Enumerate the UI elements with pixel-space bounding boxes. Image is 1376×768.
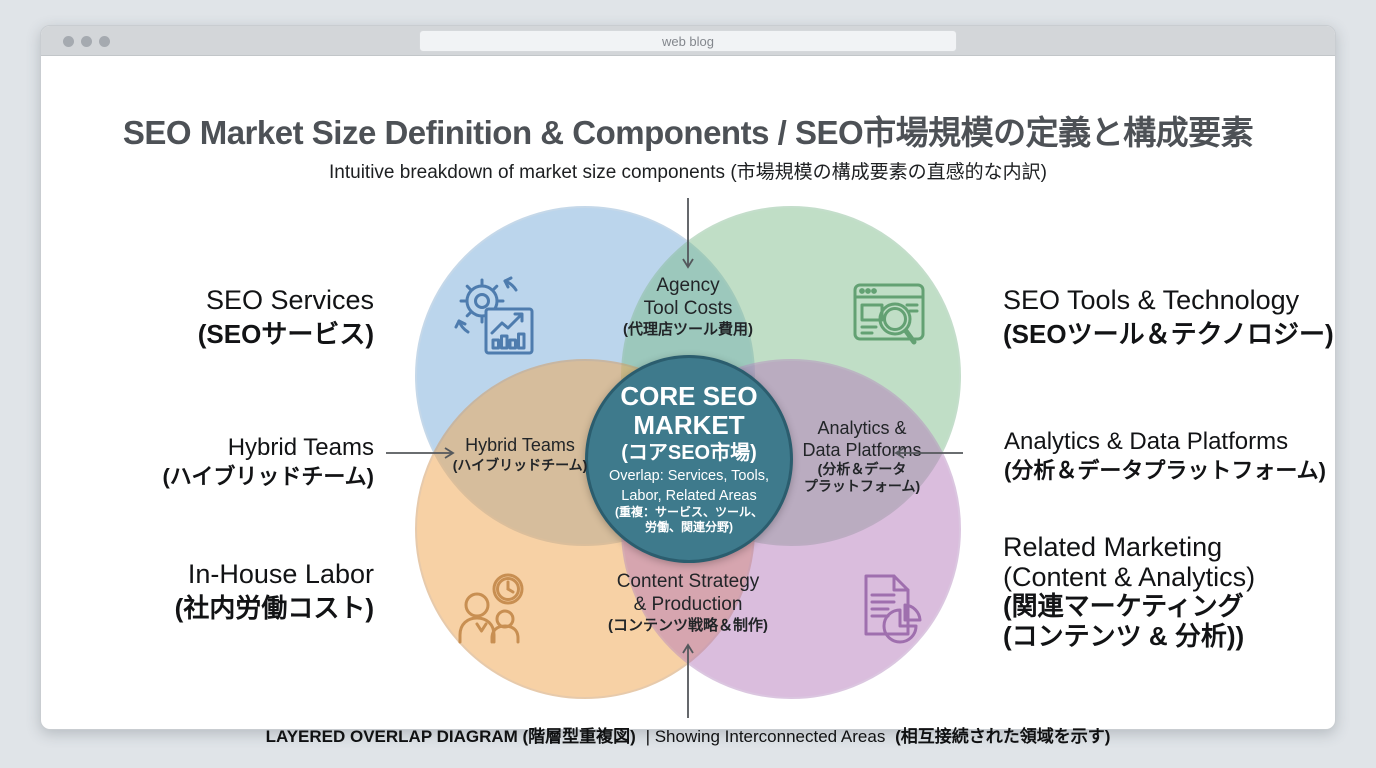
browser-titlebar: web blog	[41, 26, 1335, 56]
core-subtext-ja1: (重複：サービス、ツール、	[615, 504, 763, 519]
analytics-platforms-label: Analytics & Data Platforms (分析＆データプラットフォ…	[1004, 427, 1326, 485]
seo-tools-ja: (SEOツール＆テクノロジー)	[1003, 318, 1334, 349]
hybrid-overlap-en: Hybrid Teams	[465, 435, 575, 455]
window-minimize-button[interactable]	[81, 36, 92, 47]
browser-search-icon	[839, 267, 939, 355]
related-marketing-label: Related Marketing (Content & Analytics) …	[1003, 532, 1255, 651]
browser-window: web blog SEO Market Size Definition & Co…	[40, 25, 1336, 746]
content-overlap-ja: (コンテンツ戦略＆制作)	[608, 616, 768, 634]
core-subtext-ja2: 労働、関連分野)	[645, 520, 733, 535]
window-controls	[63, 36, 110, 47]
content-pointer-arrow	[682, 643, 694, 718]
analytics-platforms-overlap-label: Analytics & Data Platforms (分析＆データ プラットフ…	[782, 418, 942, 495]
inhouse-labor-en: In-House Labor	[187, 559, 374, 589]
agency-pointer-arrow	[682, 198, 694, 269]
hybrid-teams-en: Hybrid Teams	[227, 434, 374, 461]
core-title-line1: CORE SEO	[620, 381, 758, 412]
seo-services-label: SEO Services (SEOサービス)	[198, 284, 374, 350]
core-subtext-line1: Overlap: Services, Tools,	[608, 468, 770, 485]
team-time-icon	[444, 562, 544, 650]
content-overlap-en2: & Production	[633, 593, 743, 615]
caption-bold-right: (相互接続された領域を示す)	[895, 727, 1111, 746]
address-bar-text: web blog	[661, 33, 715, 49]
core-subtext-line2: Labor, Related Areas	[621, 487, 757, 504]
seo-services-ja: (SEOサービス)	[197, 318, 374, 349]
address-bar[interactable]: web blog	[419, 30, 957, 52]
seo-tools-en: SEO Tools & Technology	[1003, 285, 1300, 315]
inhouse-labor-label: In-House Labor (社内労働コスト)	[175, 558, 374, 624]
analytics-overlap-en1: Analytics &	[817, 418, 907, 438]
agency-label-ja: (代理店ツール費用)	[623, 320, 753, 338]
diagram-caption: LAYERED OVERLAP DIAGRAM (階層型重複図) | Showi…	[41, 722, 1335, 747]
hybrid-teams-overlap-label: Hybrid Teams (ハイブリッドチーム)	[440, 435, 600, 473]
page-title: SEO Market Size Definition & Components …	[122, 114, 1254, 151]
analytics-overlap-ja2: プラットフォーム)	[803, 477, 921, 494]
agency-label-en1: Agency	[656, 275, 720, 296]
hybrid-pointer-arrow	[386, 447, 455, 459]
analytics-overlap-en2: Data Platforms	[802, 439, 922, 460]
analytics-platforms-ja: (分析＆データプラットフォーム)	[1004, 458, 1326, 483]
related-marketing-line4: (コンテンツ & 分析))	[1003, 620, 1245, 651]
content-overlap-en1: Content Strategy	[616, 571, 760, 592]
core-title-line2: MARKET	[633, 410, 745, 441]
analytics-overlap-ja1: (分析＆データ	[817, 461, 907, 478]
hybrid-teams-label: Hybrid Teams (ハイブリッドチーム)	[162, 433, 374, 491]
document-pie-icon	[838, 562, 938, 650]
gear-analytics-icon	[448, 269, 548, 357]
analytics-pointer-arrow	[894, 447, 963, 459]
caption-bold-left: LAYERED OVERLAP DIAGRAM (階層型重複図)	[265, 727, 636, 746]
related-marketing-line2: (Content & Analytics)	[1003, 562, 1256, 593]
core-seo-market-circle: CORE SEO MARKET (コアSEO市場) Overlap: Servi…	[585, 355, 793, 563]
page-subtitle: Intuitive breakdown of market size compo…	[329, 162, 1047, 183]
window-zoom-button[interactable]	[99, 36, 110, 47]
seo-services-en: SEO Services	[205, 285, 374, 315]
agency-tool-costs-label: Agency Tool Costs (代理店ツール費用)	[588, 275, 788, 339]
window-close-button[interactable]	[63, 36, 74, 47]
related-marketing-line1: Related Marketing	[1003, 532, 1223, 562]
content-strategy-overlap-label: Content Strategy & Production (コンテンツ戦略＆制…	[588, 571, 788, 635]
inhouse-labor-ja: (社内労働コスト)	[174, 592, 374, 623]
agency-label-en2: Tool Costs	[643, 297, 733, 319]
analytics-platforms-en: Analytics & Data Platforms	[1004, 428, 1289, 455]
hybrid-overlap-ja: (ハイブリッドチーム)	[452, 456, 588, 473]
seo-tools-label: SEO Tools & Technology (SEOツール＆テクノロジー)	[1003, 284, 1334, 350]
page-content: SEO Market Size Definition & Components …	[41, 56, 1335, 746]
core-title-ja: (コアSEO市場)	[621, 442, 757, 465]
hybrid-teams-ja: (ハイブリッドチーム)	[162, 464, 374, 489]
caption-middle: | Showing Interconnected Areas	[645, 727, 886, 746]
related-marketing-line3: (関連マーケティング	[1003, 591, 1244, 622]
